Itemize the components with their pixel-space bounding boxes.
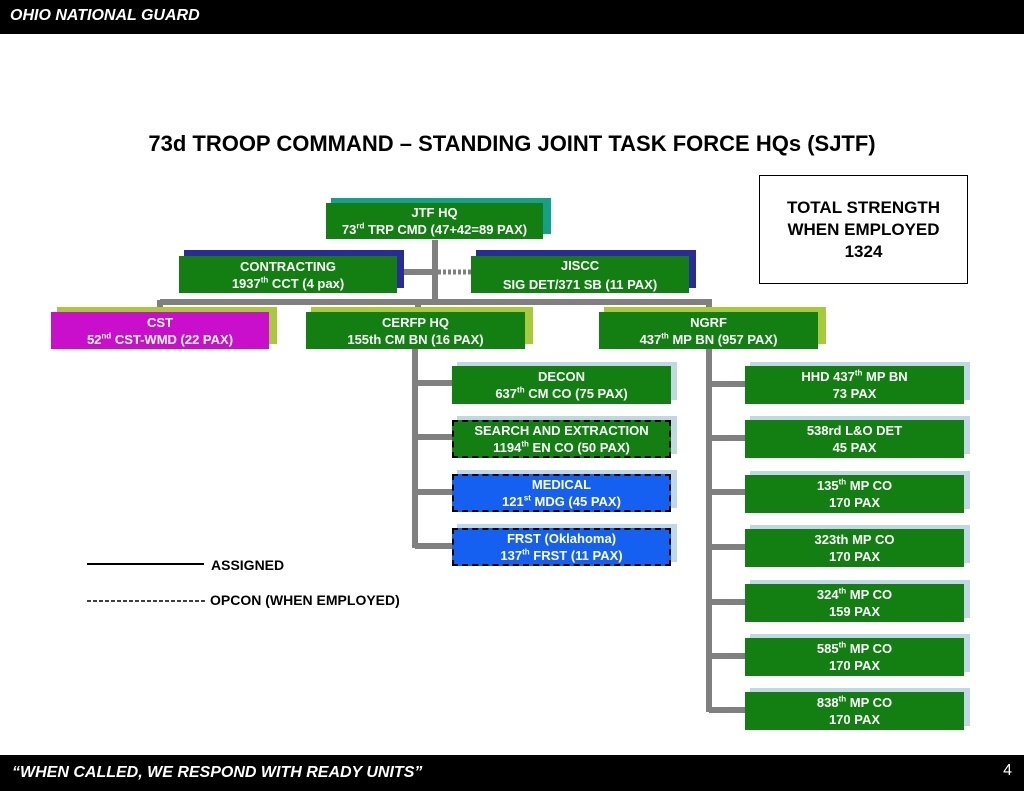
footer-bar: “WHEN CALLED, WE RESPOND WITH READY UNIT… [0, 755, 1024, 791]
unit-search-name: SEARCH AND EXTRACTION [474, 423, 649, 438]
unit-538-lo-det: 538rd L&O DET 45 PAX [745, 420, 964, 458]
total-strength-value: 1324 [844, 241, 883, 261]
unit-jtf-hq: JTF HQ 73rd TRP CMD (47+42=89 PAX) [326, 203, 543, 239]
unit-323-pax: 170 PAX [828, 549, 881, 564]
total-strength-line2: WHEN EMPLOYED [787, 219, 940, 239]
unit-135-pax: 170 PAX [828, 495, 881, 510]
legend-assigned-label: ASSIGNED [211, 557, 285, 573]
unit-324-pax: 159 PAX [828, 604, 881, 619]
unit-medical-detail: 121st MDG (45 PAX) [502, 493, 621, 509]
unit-cst-detail: 52nd CST-WMD (22 PAX) [86, 331, 234, 347]
unit-contracting-name: CONTRACTING [239, 258, 337, 274]
header-bar: OHIO NATIONAL GUARD [0, 0, 1024, 34]
unit-frst: FRST (Oklahoma) 137th FRST (11 PAX) [452, 528, 671, 566]
unit-hhd-pax: 73 PAX [832, 386, 877, 401]
unit-ngrf-name: NGRF [690, 314, 727, 330]
legend-opcon-label: OPCON (WHEN EMPLOYED) [210, 592, 400, 608]
unit-cst: CST 52nd CST-WMD (22 PAX) [51, 312, 269, 349]
unit-323-mp-co: 323th MP CO 170 PAX [745, 529, 964, 567]
unit-324-mp-co: 324th MP CO 159 PAX [745, 584, 964, 622]
unit-323-name: 323th MP CO [814, 532, 895, 547]
unit-medical: MEDICAL 121st MDG (45 PAX) [452, 474, 671, 512]
unit-hhd-name: HHD 437th MP BN [801, 368, 908, 384]
unit-decon-detail: 637th CM CO (75 PAX) [495, 385, 628, 401]
unit-contracting-detail: 1937th CCT (4 pax) [231, 275, 345, 291]
unit-jiscc: JISCC SIG DET/371 SB (11 PAX) [471, 256, 689, 293]
total-strength-line1: TOTAL STRENGTH [787, 197, 940, 217]
unit-324-name: 324th MP CO [816, 586, 893, 602]
total-strength-box: TOTAL STRENGTH WHEN EMPLOYED 1324 [759, 175, 968, 284]
unit-838-pax: 170 PAX [828, 712, 881, 727]
unit-jtf-hq-name: JTF HQ [411, 205, 458, 220]
unit-search-extraction: SEARCH AND EXTRACTION 1194th EN CO (50 P… [452, 420, 671, 458]
unit-cerfp-name: CERFP HQ [382, 314, 449, 330]
unit-ngrf-detail: 437th MP BN (957 PAX) [639, 331, 778, 347]
unit-frst-detail: 137th FRST (11 PAX) [500, 547, 623, 563]
unit-jiscc-name: JISCC [560, 257, 600, 273]
unit-135-name: 135th MP CO [816, 477, 893, 493]
header-org: OHIO NATIONAL GUARD [10, 7, 200, 24]
unit-decon-name: DECON [538, 369, 585, 384]
footer-motto: “WHEN CALLED, WE RESPOND WITH READY UNIT… [12, 764, 423, 781]
unit-538-name: 538rd L&O DET [806, 423, 903, 438]
unit-585-mp-co: 585th MP CO 170 PAX [745, 638, 964, 676]
unit-decon: DECON 637th CM CO (75 PAX) [452, 366, 671, 404]
unit-585-pax: 170 PAX [828, 658, 881, 673]
unit-838-mp-co: 838th MP CO 170 PAX [745, 692, 964, 730]
unit-jiscc-detail: SIG DET/371 SB (11 PAX) [502, 276, 658, 292]
unit-cerfp-hq: CERFP HQ 155th CM BN (16 PAX) [306, 312, 525, 349]
page-number: 4 [1003, 762, 1012, 779]
unit-135-mp-co: 135th MP CO 170 PAX [745, 475, 964, 513]
unit-hhd: HHD 437th MP BN 73 PAX [745, 366, 964, 404]
unit-medical-name: MEDICAL [531, 477, 592, 492]
unit-ngrf: NGRF 437th MP BN (957 PAX) [599, 312, 818, 349]
unit-585-name: 585th MP CO [816, 640, 893, 656]
unit-search-detail: 1194th EN CO (50 PAX) [493, 439, 630, 455]
page-title: 73d TROOP COMMAND – STANDING JOINT TASK … [148, 131, 876, 156]
unit-cerfp-detail: 155th CM BN (16 PAX) [347, 331, 484, 347]
unit-contracting: CONTRACTING 1937th CCT (4 pax) [179, 256, 397, 293]
unit-frst-name: FRST (Oklahoma) [506, 531, 617, 546]
unit-838-name: 838th MP CO [816, 694, 893, 710]
unit-cst-name: CST [147, 314, 173, 330]
unit-538-pax: 45 PAX [832, 440, 877, 455]
unit-jtf-hq-detail: 73rd TRP CMD (47+42=89 PAX) [341, 221, 528, 237]
